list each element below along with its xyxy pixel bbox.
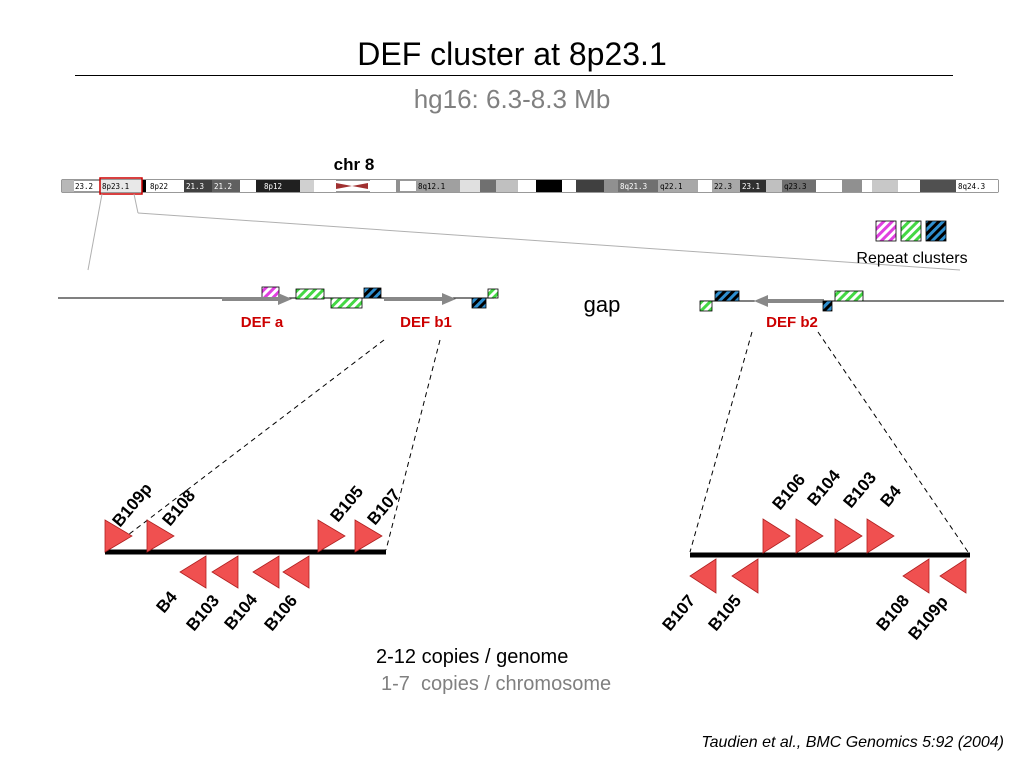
right-cluster-top-triangles: [762, 518, 895, 554]
citation: Taudien et al., BMC Genomics 5:92 (2004): [701, 734, 1004, 751]
legend-swatch-green: [900, 220, 922, 242]
zoom-dashed-lines: [123, 331, 969, 553]
gene-copy-triangle: [866, 518, 895, 554]
band-label: 8p22: [150, 182, 168, 191]
gene-copy-triangle: [282, 555, 310, 589]
gene-copy-triangle: [354, 519, 383, 553]
band-label: 23.1: [742, 182, 760, 191]
gene-copy-label: B4: [877, 481, 906, 510]
band-label: 8p23.1: [102, 182, 129, 191]
gene-copy-triangle: [689, 558, 717, 594]
zoom-line-right: [133, 193, 139, 214]
arrow-head-icon: [278, 293, 292, 305]
gap-label: gap: [584, 292, 621, 317]
gene-copy-label: B107: [364, 485, 405, 528]
repeat-block: [330, 297, 363, 309]
title-divider: [75, 75, 953, 76]
chromosome-label: chr 8: [334, 155, 375, 174]
slide-title: DEF cluster at 8p23.1: [357, 36, 667, 72]
left-cluster-bottom-triangles: [179, 555, 310, 589]
gene-copy-label: B104: [804, 466, 845, 510]
gene-copy-triangle: [795, 518, 824, 554]
repeat-block: [363, 287, 382, 299]
zoom-line-left: [87, 193, 103, 271]
repeat-block: [714, 290, 740, 302]
gene-copy-label: B107: [659, 591, 700, 634]
band-label: q22.1: [660, 182, 683, 191]
band-label: 21.3: [186, 182, 204, 191]
gene-label-def-b2: DEF b2: [766, 314, 818, 331]
arrow-head-icon: [442, 293, 456, 305]
gene-copy-triangle: [939, 558, 967, 594]
gene-arrows: [222, 293, 824, 307]
copies-per-genome: 2-12 copies / genome: [376, 646, 569, 668]
left-cluster-top-triangles: [104, 519, 383, 553]
repeat-block: [834, 290, 864, 302]
gene-copy-label: B104: [221, 590, 262, 634]
zoom-line-right: [137, 212, 961, 271]
gene-copy-label: B105: [705, 591, 746, 634]
repeat-block: [822, 300, 833, 312]
gene-copy-triangle: [252, 555, 280, 589]
repeat-block: [261, 286, 280, 299]
gene-copy-label: B105: [327, 482, 368, 525]
gene-copy-label: B106: [769, 470, 810, 513]
gene-copy-label: B4: [153, 587, 182, 616]
gene-label-def-a: DEF a: [241, 314, 284, 331]
band-label: 8p12: [264, 182, 282, 191]
gene-copy-triangle: [104, 519, 133, 553]
gene-copy-triangle: [211, 555, 239, 589]
band-label: 8q21.3: [620, 182, 647, 191]
gene-copy-triangle: [902, 558, 930, 594]
gene-copy-label: B108: [159, 486, 200, 529]
legend-swatch-pink: [875, 220, 897, 242]
legend-label: Repeat clusters: [856, 250, 967, 267]
repeat-block: [471, 297, 487, 309]
highlight-box: [99, 177, 143, 195]
gene-copy-triangle: [317, 519, 346, 553]
slide-subtitle: hg16: 6.3-8.3 Mb: [413, 84, 611, 114]
right-cluster-bottom-triangles: [689, 558, 967, 594]
gene-copy-triangle: [146, 519, 175, 553]
repeat-blocks-left: [261, 286, 499, 309]
band-label: 8q24.3: [958, 182, 985, 191]
repeat-block: [295, 288, 325, 300]
gene-copy-label: B103: [840, 468, 881, 511]
legend-swatch-blue: [925, 220, 947, 242]
repeat-block: [699, 300, 713, 312]
band-label: 21.2: [214, 182, 232, 191]
gene-copy-triangle: [731, 558, 759, 594]
gene-copy-triangle: [179, 555, 207, 589]
copies-per-chromosome: 1-7 copies / chromosome: [381, 673, 612, 695]
band-label: q23.3: [784, 182, 807, 191]
repeat-legend: Repeat clusters: [856, 220, 968, 267]
chromosome-ideogram: 23.2 8p23.1 8p22 21.3 21.2 8p12 8q12.1 8…: [61, 177, 999, 195]
repeat-blocks-right: [699, 290, 864, 312]
band-label: 23.2: [75, 182, 93, 191]
gene-copy-label: B106: [261, 591, 302, 634]
repeat-block: [487, 288, 499, 299]
gene-copy-label: B109p: [905, 592, 952, 643]
band-label: 22.3: [714, 182, 732, 191]
gene-copy-triangle: [762, 518, 791, 554]
gene-label-def-b1: DEF b1: [400, 314, 452, 331]
band-label: 8q12.1: [418, 182, 445, 191]
gene-copy-triangle: [834, 518, 863, 554]
arrow-head-icon: [754, 295, 768, 307]
gene-copy-label: B103: [183, 591, 224, 634]
